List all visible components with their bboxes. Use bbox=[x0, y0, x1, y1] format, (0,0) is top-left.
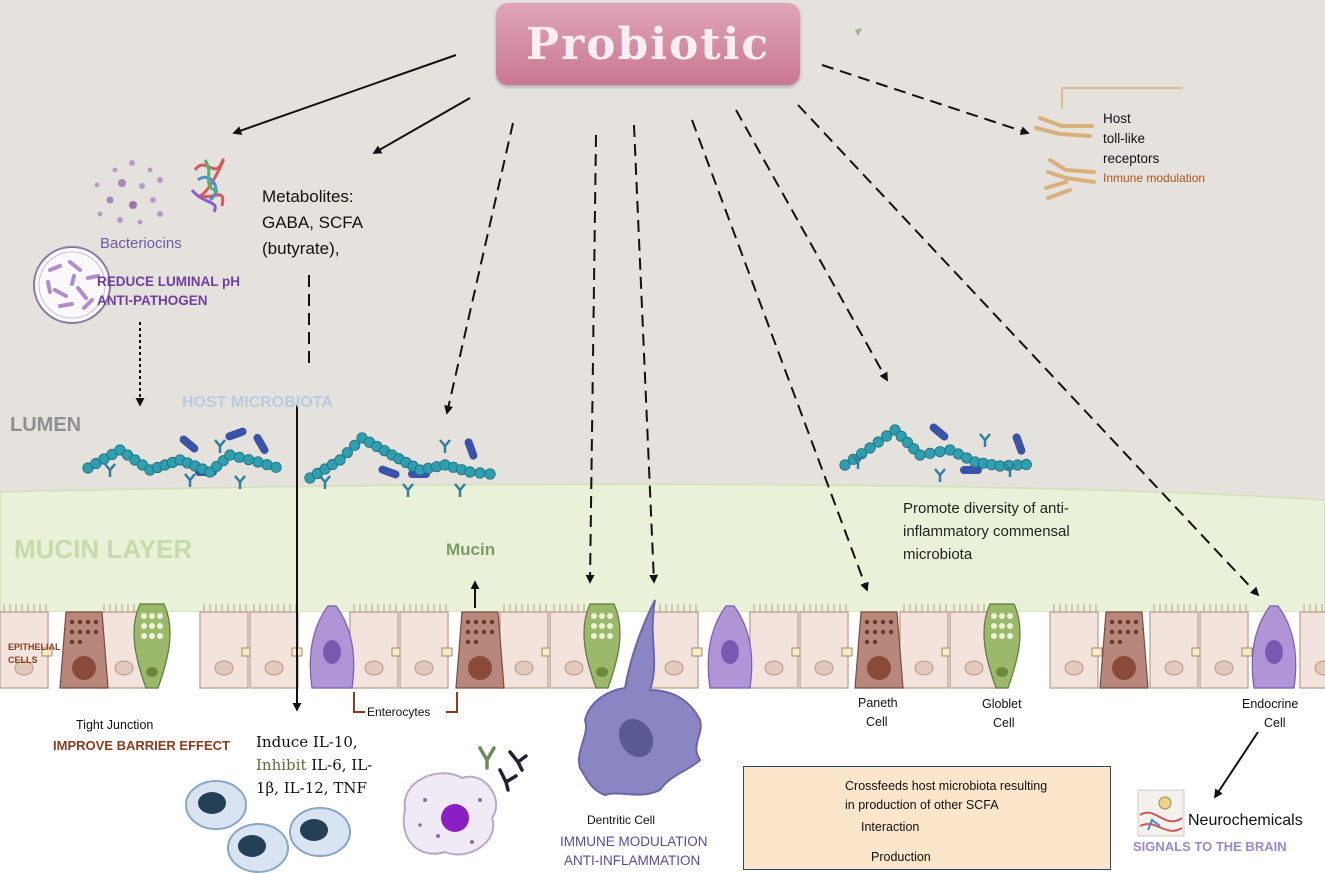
metabolites-line-3: (butyrate), bbox=[262, 239, 340, 258]
toll-like-receptor-icon bbox=[1034, 87, 1183, 200]
bacteriocins-label: Bacteriocins bbox=[100, 235, 182, 252]
neurochemical-icon bbox=[1137, 789, 1185, 837]
reduce-ph-label: REDUCE LUMINAL pH bbox=[97, 274, 240, 289]
legend-solid-label: Production bbox=[871, 850, 931, 864]
legend-dotted-line-1: Crossfeeds host microbiota resulting bbox=[845, 779, 1048, 793]
barrier-effect-label: IMPROVE BARRIER EFFECT bbox=[53, 738, 230, 753]
toll-like-line-1: Host bbox=[1103, 111, 1131, 126]
goblet-cell-label-2: Cell bbox=[993, 716, 1015, 730]
toll-like-line-3: receptors bbox=[1103, 151, 1160, 166]
endocrine-cell-label-2: Cell bbox=[1264, 716, 1286, 730]
tight-junction-label: Tight Junction bbox=[76, 718, 154, 732]
host-microbiota-bacteria bbox=[82, 423, 1032, 497]
cytokines-line-2: Inhibit IL-6, IL- bbox=[256, 756, 372, 774]
inhibit-word: Inhibit bbox=[256, 756, 307, 774]
immune-modulation-effect: IMMUNE MODULATION bbox=[560, 834, 708, 849]
anti-pathogen-label: ANTI-PATHOGEN bbox=[97, 293, 208, 308]
legend-box: Crossfeeds host microbiota resulting in … bbox=[743, 766, 1111, 870]
immune-modulation-label: Inmune modulation bbox=[1103, 171, 1206, 185]
neurochemicals-label: Neurochemicals bbox=[1188, 812, 1303, 829]
toll-like-line-2: toll-like bbox=[1103, 131, 1146, 146]
production-arrows bbox=[232, 54, 1259, 799]
page-title: Probiotic bbox=[525, 18, 771, 70]
diversity-line-3: microbiota bbox=[903, 546, 973, 563]
metabolites-line-1: Metabolites: bbox=[262, 187, 354, 206]
legend-dotted-line-2: in production of other SCFA bbox=[845, 798, 999, 812]
host-microbiota-label: HOST MICROBIOTA bbox=[182, 394, 333, 411]
metabolites-line-2: GABA, SCFA bbox=[262, 213, 364, 232]
cytokines-line-3: 1β, IL-12, TNF bbox=[256, 779, 367, 797]
decorative-triangle-icon bbox=[855, 28, 862, 36]
dendritic-cell-label: Dentritic Cell bbox=[587, 813, 656, 827]
lymphocyte-cells-icon bbox=[185, 780, 351, 873]
lumen-label: LUMEN bbox=[10, 414, 82, 436]
cytokines-line-2-rest: IL-6, IL- bbox=[306, 756, 373, 774]
antibody-icon bbox=[478, 746, 528, 792]
mucin-layer-band bbox=[0, 483, 1325, 613]
dendritic-cell-icon bbox=[577, 599, 702, 797]
enterocytes-label: Enterocytes bbox=[367, 705, 431, 719]
goblet-cell-label-1: Globlet bbox=[982, 697, 1022, 711]
signals-to-brain-label: SIGNALS TO THE BRAIN bbox=[1133, 839, 1287, 854]
protein-structure-icon bbox=[190, 158, 225, 213]
legend-dashed-label: Interaction bbox=[861, 820, 920, 834]
macrophage-cell-icon bbox=[402, 772, 498, 856]
bacteria-cluster-1 bbox=[82, 427, 282, 489]
epithelial-cells-label-2: CELLS bbox=[8, 655, 38, 665]
bacteriocin-dots-icon bbox=[94, 160, 163, 225]
interaction-arrows bbox=[308, 64, 1260, 597]
mucin-label: Mucin bbox=[446, 540, 496, 559]
diversity-line-2: inflammatory commensal bbox=[903, 523, 1070, 540]
endocrine-cell-label-1: Endocrine bbox=[1242, 697, 1299, 711]
cytokines-line-1: Induce IL-10, bbox=[256, 733, 358, 751]
paneth-cell-label-1: Paneth bbox=[858, 696, 898, 710]
enterocytes-bracket bbox=[353, 692, 458, 713]
paneth-cell-label-2: Cell bbox=[866, 715, 888, 729]
epithelial-cells-label-1: EPITHELIAL bbox=[8, 642, 61, 652]
petri-dish-icon bbox=[33, 246, 111, 324]
diversity-line-1: Promote diversity of anti- bbox=[903, 500, 1069, 517]
probiotic-title-box: Probiotic bbox=[496, 3, 800, 85]
bacteria-cluster-3 bbox=[839, 423, 1032, 482]
mucin-layer-label: MUCIN LAYER bbox=[14, 534, 193, 564]
anti-inflammation-effect: ANTI-INFLAMMATION bbox=[564, 853, 701, 868]
bacteria-cluster-2 bbox=[304, 432, 496, 497]
